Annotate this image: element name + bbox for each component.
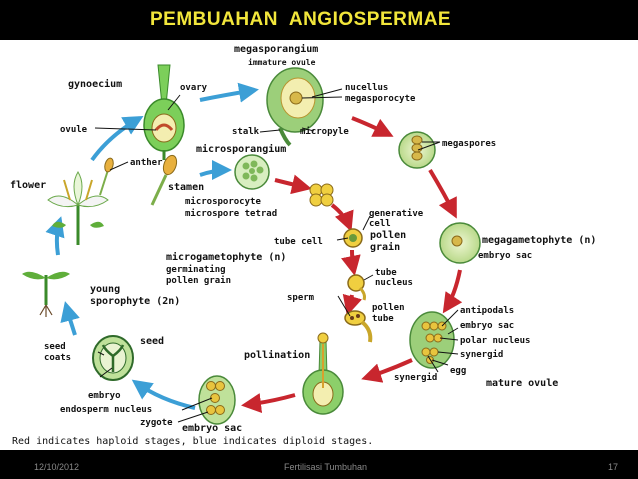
label-embryo: embryo [88,391,121,401]
arrow-pollen-to-germinating [341,249,361,276]
label-mature-ovule: mature ovule [486,378,558,389]
footer-page-number: 17 [608,462,619,472]
arrow-embryosac-to-seed [131,379,196,410]
label-tube-cell: tube cell [274,237,323,247]
label-stamen: stamen [168,182,204,193]
megagametophyte-illustration [439,222,481,264]
label-sperm: sperm [287,293,315,303]
label-embryo-sac-mid: embryo sac [460,321,514,331]
label-immature-ovule: immature ovule [248,57,316,67]
label-synergid-right: synergid [460,349,503,360]
label-nucellus: nucellus [345,83,388,93]
arrow-ovule-to-pollination [361,358,413,383]
label-generative-cell: cell [369,219,391,229]
label-microspore-tetrad: microspore tetrad [185,208,277,219]
label-tube: tube [375,268,397,278]
label-pollen-tube-1: pollen [372,303,405,313]
arrow-pollination-to-embryosac [241,393,296,414]
label-anther: anther [130,158,163,168]
label-nucleus: nucleus [375,278,413,288]
arrow-tetrad-to-pollen [330,203,354,232]
label-zygote: zygote [140,418,173,428]
mature-ovule-illustration [409,311,455,369]
label-microgametophyte: microgametophyte (n) [166,251,286,263]
arrow-seed-to-sporophyte [60,301,80,336]
label-megasporangium: megasporangium [234,43,318,55]
label-embryo-sac-top: embryo sac [478,251,532,261]
label-micropyle: micropyle [300,126,349,137]
label-gynoecium: gynoecium [68,78,122,90]
label-ovule: ovule [60,125,88,135]
gynoecium-illustration [143,64,185,160]
diploid-arrows [45,82,259,410]
footer-topic: Fertilisasi Tumbuhan [284,462,368,472]
caption: Red indicates haploid stages, blue indic… [12,436,373,447]
germinating-pollen-illustration [347,274,366,301]
microsporangium-illustration [234,154,270,190]
label-synergid-left: synergid [394,372,437,383]
label-stalk: stalk [232,127,260,137]
arrow-microsporangium-to-tetrad [274,174,312,195]
label-endosperm-nucleus: endosperm nucleus [60,405,152,415]
label-sporophyte: sporophyte (2n) [90,296,180,307]
megasporangium-illustration [266,67,324,147]
label-megagametophyte: megagametophyte (n) [482,235,596,246]
label-egg: egg [450,366,466,376]
leader-lines [94,88,459,423]
label-pollen: pollen [370,230,406,241]
flower-illustration [47,171,109,245]
pollen-grain-illustration [343,228,363,248]
seed-illustration [92,335,134,381]
label-seed-coats-2: coats [44,353,71,363]
arrow-germinating-to-sperm [342,293,363,316]
arrow-megaspores-to-megagametophyte [428,168,457,219]
pollen-tube-illustration [344,310,373,343]
footer-date: 12/10/2012 [34,462,80,472]
young-sporophyte-illustration [22,271,70,317]
label-antipodals: antipodals [460,305,514,316]
label-grain: grain [370,241,400,253]
label-seed: seed [140,336,164,347]
arrow-megasporangium-to-megaspores [351,116,394,137]
label-megasporocyte: megasporocyte [345,94,416,104]
tetrad-illustration [309,183,334,207]
label-embryo-sac-bottom: embryo sac [182,423,242,434]
label-generative: generative [369,208,424,219]
label-germinating: germinating [166,264,226,275]
slide-footer: 12/10/2012 Fertilisasi Tumbuhan 17 [0,450,638,479]
stamen-illustration [99,154,178,206]
label-pollination: pollination [244,349,310,361]
slide-title: PEMBUAHAN ANGIOSPERMAE [150,9,488,35]
label-young: young [90,284,120,295]
megaspores-illustration [398,131,436,169]
arrow-flower-to-gynoecium [90,116,144,162]
diagram-labels: megasporangium immature ovule nucellus m… [10,43,596,447]
diagram-panel: megasporangium immature ovule nucellus m… [0,40,638,450]
label-polar-nucleus: polar nucleus [460,336,530,346]
label-pollen-tube-2: tube [372,314,394,324]
haploid-arrows [241,116,463,414]
label-microsporocyte: microsporocyte [185,196,261,207]
pollination-illustration [302,332,344,415]
label-megaspores: megaspores [442,139,496,149]
label-flower: flower [10,180,46,191]
arrow-stamen-to-microsporangium [199,160,232,181]
label-seed-coats-1: seed [44,342,66,352]
title-bar: PEMBUAHAN ANGIOSPERMAE [0,0,638,40]
label-ovary: ovary [180,83,208,93]
label-microsporangium: microsporangium [196,143,286,155]
arrow-megagametophyte-to-mature-ovule [442,269,463,314]
arrow-gynoecium-to-megasporangium [199,82,259,103]
life-cycle-diagram: megasporangium immature ovule nucellus m… [10,43,596,447]
label-pollen-grain-small: pollen grain [166,275,231,286]
embryo-sac-illustration [198,375,236,425]
